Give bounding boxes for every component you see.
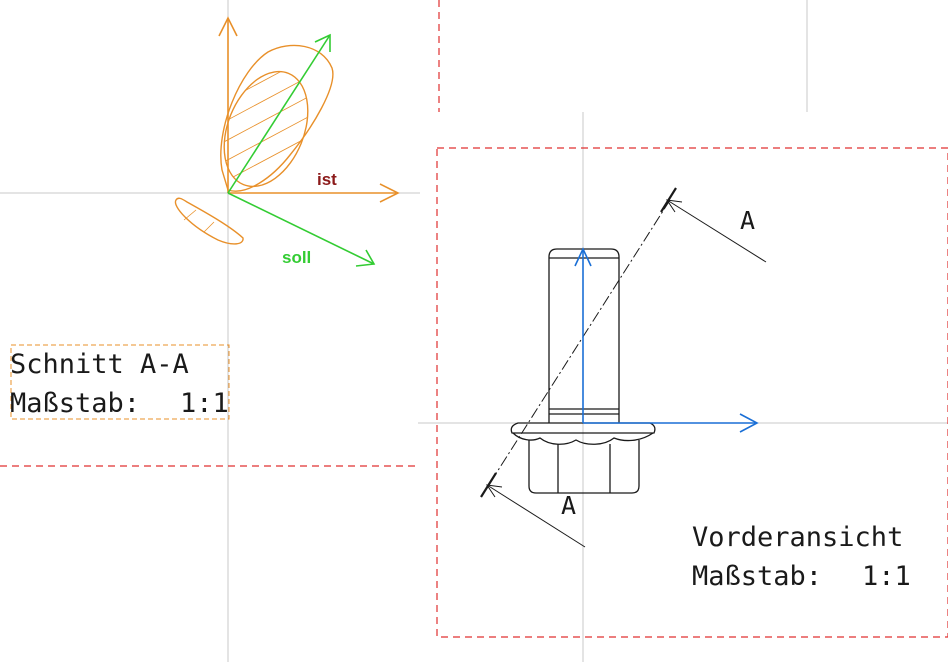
- ist-axes: [218, 16, 400, 203]
- flange-underside-wave: [512, 432, 654, 445]
- outer-profile: [220, 44, 334, 192]
- arrow-diagonal-icon: [314, 33, 331, 52]
- arrow-up-icon: [574, 247, 592, 267]
- arrow-up-icon: [218, 16, 238, 37]
- hex-head: [528, 440, 640, 494]
- bolt-shank: [548, 248, 620, 423]
- blue-axes: [574, 247, 759, 433]
- front-view: A A Vorderansicht Maßstab: 1:1: [480, 187, 911, 592]
- front-scale-value: 1:1: [862, 561, 911, 592]
- lower-flange-profile: [174, 197, 244, 245]
- section-marker-top: A: [740, 206, 755, 235]
- section-line: A A: [480, 187, 767, 548]
- arrow-down-right-icon: [355, 249, 376, 267]
- arrow-right-icon: [379, 183, 400, 203]
- arrow-right-icon: [739, 413, 759, 433]
- section-scale-value: 1:1: [180, 388, 229, 419]
- inner-profile: [223, 70, 309, 188]
- ist-label: ist: [317, 170, 337, 189]
- section-view-title: Schnitt A-A: [10, 349, 189, 380]
- cross-section-profile: [174, 44, 334, 245]
- arrowhead-icon: [665, 199, 683, 213]
- view-frames: [0, 0, 948, 638]
- view-direction-arrow-bottom: [486, 484, 586, 548]
- front-scale-label: Maßstab:: [692, 561, 822, 592]
- bolt-flange: [510, 422, 656, 434]
- soll-vectors: [227, 33, 376, 267]
- section-marker-bottom: A: [561, 491, 576, 520]
- soll-vector-diagonal: [227, 34, 331, 194]
- section-title-frame: [10, 344, 230, 420]
- arrowhead-icon: [485, 484, 503, 498]
- section-view: ist soll Schnitt A-A Maßstab: 1:1: [10, 16, 400, 420]
- view-direction-arrow-top: [666, 199, 767, 263]
- front-view-title: Vorderansicht: [692, 522, 903, 553]
- front-view-frame: [436, 147, 948, 638]
- soll-label: soll: [282, 248, 311, 267]
- soll-vector-down: [227, 192, 375, 265]
- flange-bolt: [510, 248, 656, 494]
- section-scale-label: Maßstab:: [10, 388, 140, 419]
- flange-hatch: [183, 209, 215, 233]
- section-line-dashdot: [489, 199, 671, 484]
